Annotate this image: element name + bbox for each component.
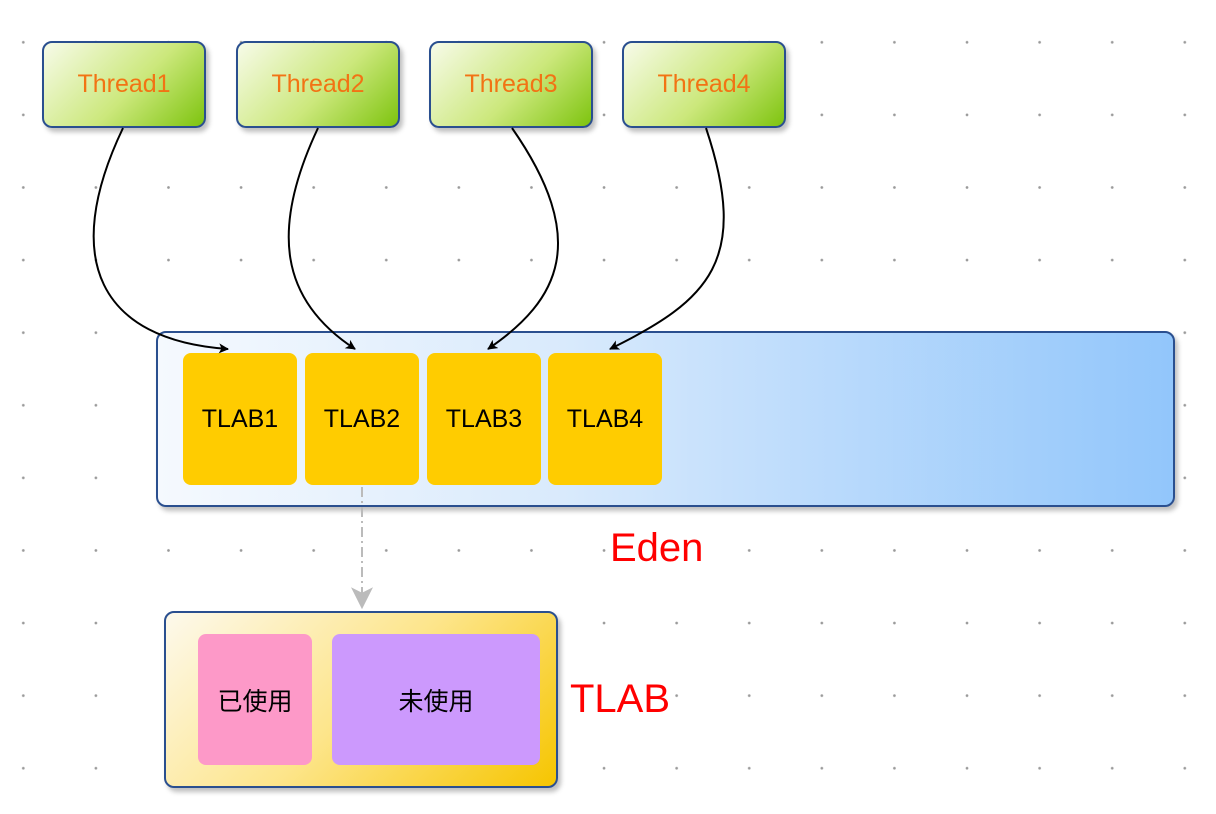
tlab-1-label: TLAB1 [201,404,279,433]
tlab-2-label: TLAB2 [323,404,401,433]
thread-3-node: Thread3 [429,41,593,128]
tlab-4-block: TLAB4 [548,353,662,485]
arrow-thread4-to-tlab4 [609,127,725,350]
arrow-thread3-to-tlab3 [487,127,559,350]
tlab-4-label: TLAB4 [566,404,644,433]
thread-2-node: Thread2 [236,41,400,128]
used-segment: 已使用 [198,634,312,765]
eden-caption: Eden [608,525,706,571]
unused-segment: 未使用 [332,634,540,765]
thread-1-label: Thread1 [77,70,171,98]
arrow-thread1-to-tlab1 [92,127,229,354]
thread-4-label: Thread4 [657,70,751,98]
used-segment-label: 已使用 [217,686,293,716]
unused-segment-label: 未使用 [398,686,474,716]
tlab-2-block: TLAB2 [305,353,419,485]
thread-2-label: Thread2 [271,70,365,98]
thread-3-label: Thread3 [464,70,558,98]
tlab-3-label: TLAB3 [445,404,523,433]
tlab-caption: TLAB [568,676,673,722]
tlab-1-block: TLAB1 [183,353,297,485]
tlab-3-block: TLAB3 [427,353,541,485]
arrow-thread2-to-tlab2 [287,127,356,350]
thread-4-node: Thread4 [622,41,786,128]
thread-1-node: Thread1 [42,41,206,128]
